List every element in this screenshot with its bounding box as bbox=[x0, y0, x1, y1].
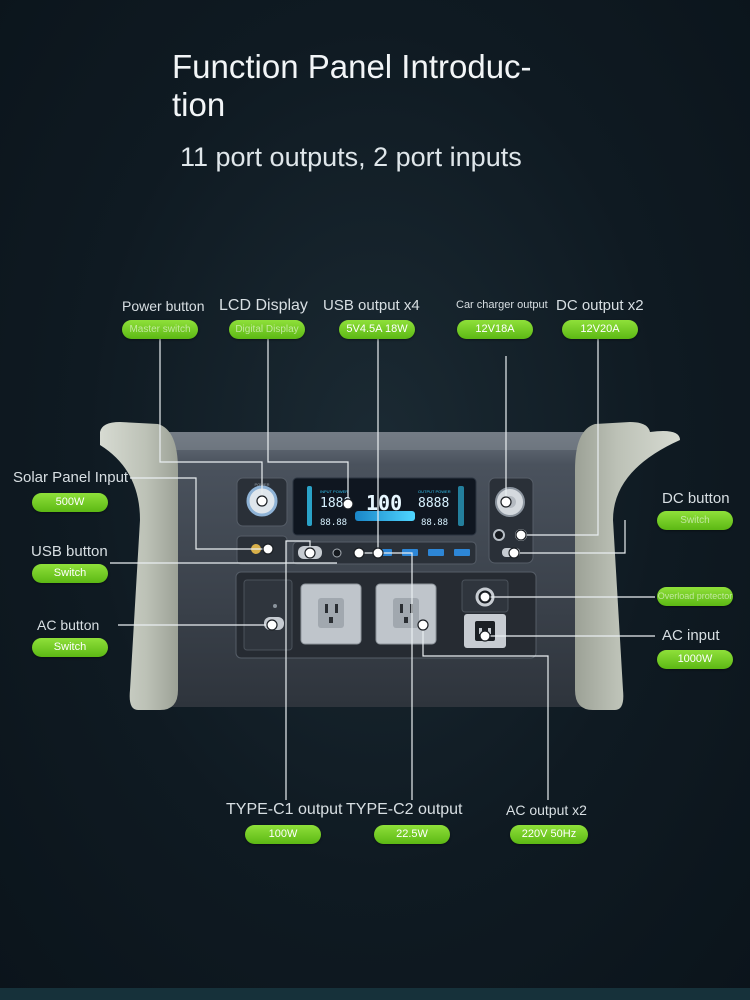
lcd-display-badge: Digital Display bbox=[229, 320, 305, 339]
power-button-badge: Master switch bbox=[122, 320, 198, 339]
lcd-time-left: 88.88 bbox=[320, 518, 347, 528]
car-charger-label: Car charger output bbox=[456, 299, 548, 311]
dc-button-badge: Switch bbox=[657, 511, 733, 530]
dc-port-icon bbox=[493, 529, 505, 541]
usb-button-badge: Switch bbox=[32, 564, 108, 583]
right-bumper bbox=[575, 422, 680, 710]
page-title: Function Panel Introduc-tion bbox=[172, 48, 532, 123]
lcd-screen bbox=[292, 477, 477, 536]
ac-button-badge: Switch bbox=[32, 638, 108, 657]
usb-output-badge: 5V4.5A 18W bbox=[339, 320, 415, 339]
usb-button-label: USB button bbox=[31, 543, 108, 560]
type-c2-badge: 22.5W bbox=[374, 825, 450, 844]
lcd-input-label: INPUT POWER bbox=[320, 489, 348, 494]
type-c1-badge: 100W bbox=[245, 825, 321, 844]
ac-output-label: AC output x2 bbox=[506, 802, 587, 818]
lcd-time-right: 88.88 bbox=[421, 518, 448, 528]
bottom-band bbox=[0, 988, 750, 1000]
overload-protector-badge: Overload protector bbox=[657, 587, 733, 606]
lcd-output-value: 8888 bbox=[418, 496, 449, 511]
car-charger-badge: 12V18A bbox=[457, 320, 533, 339]
ac-button-label: AC button bbox=[37, 617, 100, 633]
dc-output-badge: 12V20A bbox=[562, 320, 638, 339]
lcd-display-label: LCD Display bbox=[219, 297, 308, 314]
dc-output-label: DC output x2 bbox=[556, 297, 644, 314]
left-bumper bbox=[100, 422, 178, 710]
ac-output-badge: 220V 50Hz bbox=[510, 825, 588, 844]
usb-port-icon bbox=[454, 549, 470, 556]
lcd-output-label: OUTPUT POWER bbox=[418, 489, 451, 494]
page-subtitle: 11 port outputs, 2 port inputs bbox=[180, 142, 522, 172]
usb-output-label: USB output x4 bbox=[323, 297, 420, 314]
type-c2-label: TYPE-C2 output bbox=[346, 801, 463, 818]
ac-input-badge: 1000W bbox=[657, 650, 733, 669]
usb-port-icon bbox=[428, 549, 444, 556]
lcd-battery-bar bbox=[355, 511, 415, 521]
solar-input-badge: 500W bbox=[32, 493, 108, 512]
dc-button-label: DC button bbox=[662, 490, 730, 507]
type-c1-label: TYPE-C1 output bbox=[226, 801, 343, 818]
ac-input-label: AC input bbox=[662, 627, 720, 644]
solar-input-label: Solar Panel Input bbox=[13, 469, 129, 486]
type-c1-port-icon bbox=[332, 548, 342, 558]
power-button-label: Power button bbox=[122, 298, 205, 314]
